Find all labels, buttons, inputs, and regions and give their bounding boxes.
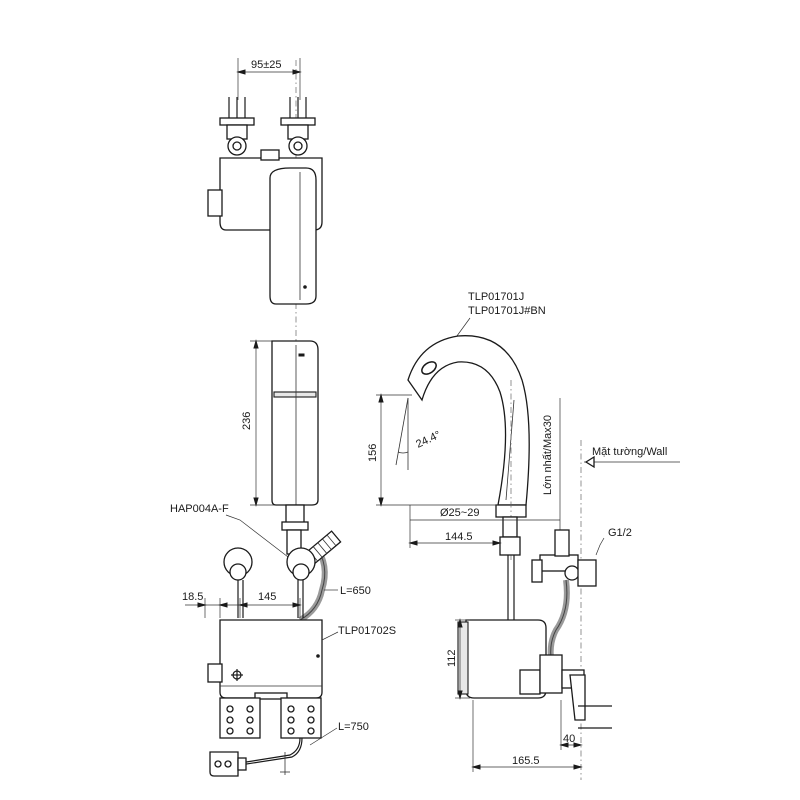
label-control-box: TLP01702S	[338, 625, 396, 637]
label-cable-length: L=750	[338, 721, 369, 733]
side-view: TLP01701J TLP01701J#BN 156 24.4° Ø25~29	[367, 291, 680, 780]
front-view: 236 HAP004A-F	[170, 339, 396, 777]
plan-view: 95±25	[207, 58, 323, 520]
battery-right	[280, 697, 322, 739]
label-hose-length: L=650	[340, 585, 371, 597]
dim-spout-height: 236	[241, 412, 253, 430]
dim-40: 40	[563, 733, 575, 745]
label-sensor-part: HAP004A-F	[170, 503, 229, 515]
dim-diameter: Ø25~29	[440, 507, 479, 519]
stud-left	[219, 97, 255, 156]
label-thread: G1/2	[608, 527, 632, 539]
label-angle: 24.4°	[414, 429, 442, 451]
stud-right	[280, 97, 316, 156]
label-wall: Mặt tường/Wall	[592, 446, 667, 458]
label-max: Lớn nhất/Max30	[542, 415, 554, 495]
dim-box-height: 112	[446, 649, 458, 667]
label-model-1: TLP01701J	[468, 291, 524, 303]
label-model-2: TLP01701J#BN	[468, 305, 546, 317]
dim-spout-rise: 156	[367, 444, 379, 462]
dim-145: 145	[258, 591, 276, 603]
dim-top-width: 95±25	[251, 59, 282, 71]
dim-165-5: 165.5	[512, 755, 540, 767]
battery-left	[219, 697, 261, 739]
dim-144-5: 144.5	[445, 531, 473, 543]
dim-18-5: 18.5	[182, 591, 203, 603]
